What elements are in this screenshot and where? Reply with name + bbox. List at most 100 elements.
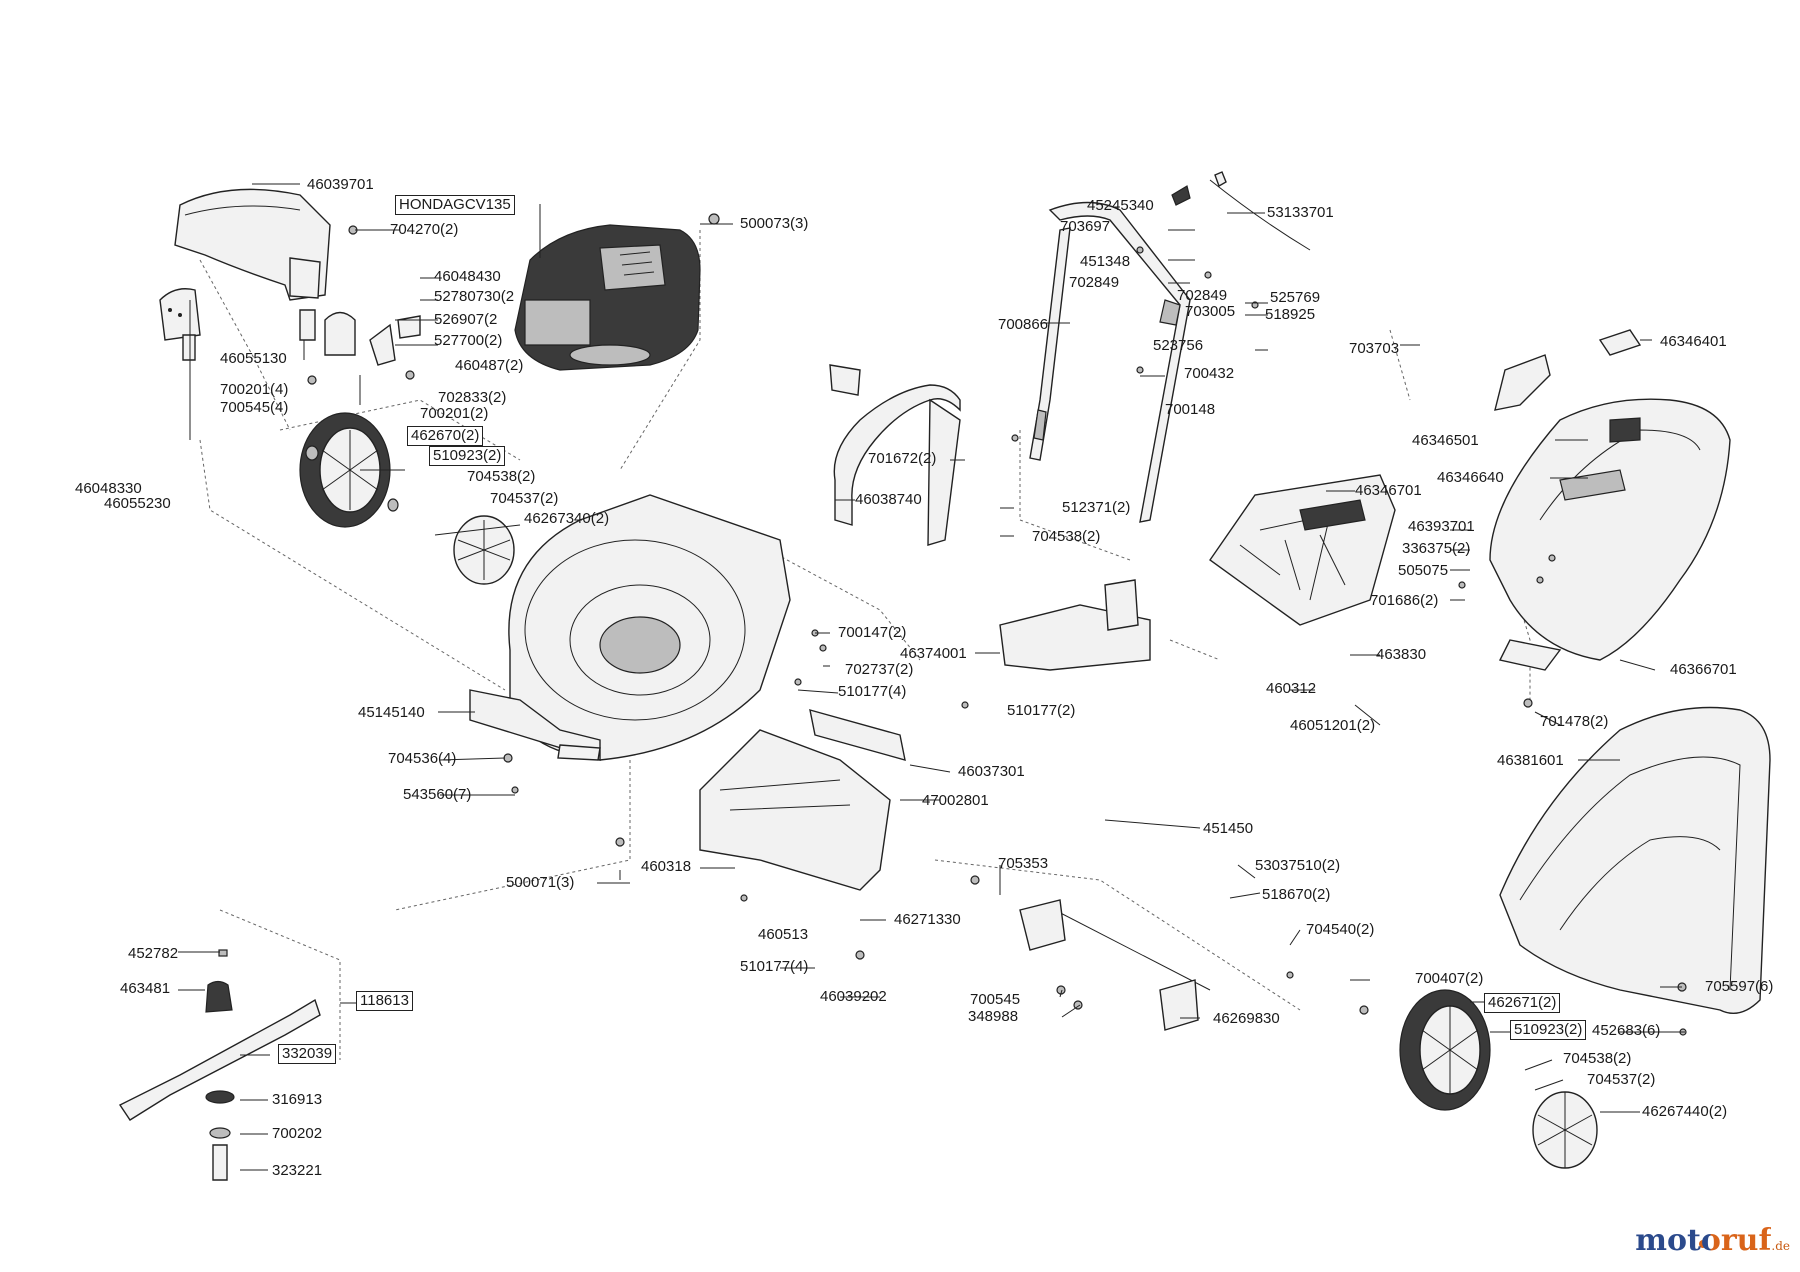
part-label-46055130: 46055130 bbox=[220, 350, 287, 367]
part-label-704538-c: 704538(2) bbox=[1563, 1050, 1632, 1067]
part-label-702849-a: 702849 bbox=[1069, 274, 1120, 291]
part-label-700545-4: 700545(4) bbox=[220, 399, 289, 416]
part-label-46055230: 46055230 bbox=[104, 495, 171, 512]
part-label-704538-b: 704538(2) bbox=[1032, 528, 1101, 545]
part-label-460513: 460513 bbox=[758, 926, 809, 943]
part-label-527700: 527700(2) bbox=[434, 332, 503, 349]
part-label-701686: 701686(2) bbox=[1370, 592, 1439, 609]
part-label-518670: 518670(2) bbox=[1262, 886, 1331, 903]
part-label-452683: 452683(6) bbox=[1592, 1022, 1661, 1039]
hardware-markers bbox=[307, 213, 1687, 1036]
grass-bag-part bbox=[1499, 706, 1771, 1014]
bag-top-parts bbox=[1494, 329, 1642, 411]
mulch-insert-part bbox=[999, 579, 1151, 671]
part-label-46271330: 46271330 bbox=[894, 911, 961, 928]
mower-deck-part bbox=[469, 494, 791, 761]
part-label-704540: 704540(2) bbox=[1306, 921, 1375, 938]
part-label-704537-a: 704537(2) bbox=[490, 490, 559, 507]
front-wheel-left bbox=[299, 412, 515, 585]
part-label-332039: 332039 bbox=[278, 1044, 337, 1064]
part-label-510177-4a: 510177(4) bbox=[838, 683, 907, 700]
rear-chute-part bbox=[699, 709, 906, 891]
part-label-46269830: 46269830 bbox=[1213, 1010, 1280, 1027]
part-label-704538-a: 704538(2) bbox=[467, 468, 536, 485]
part-label-46048430: 46048430 bbox=[434, 268, 501, 285]
part-label-700202: 700202 bbox=[272, 1125, 323, 1142]
part-label-460312: 460312 bbox=[1266, 680, 1317, 697]
part-label-46051201: 46051201(2) bbox=[1290, 717, 1376, 734]
rear-flap-part bbox=[1209, 474, 1396, 626]
part-label-46039202: 46039202 bbox=[820, 988, 887, 1005]
engine-cover-part bbox=[174, 188, 331, 301]
part-label-700201-4: 700201(4) bbox=[220, 381, 289, 398]
brand-logo-tld: .de bbox=[1771, 1239, 1790, 1253]
part-label-705353: 705353 bbox=[998, 855, 1049, 872]
part-label-700545: 700545 bbox=[970, 991, 1021, 1008]
part-label-53133701: 53133701 bbox=[1267, 204, 1334, 221]
part-label-53037510: 53037510(2) bbox=[1255, 857, 1341, 874]
part-label-316913: 316913 bbox=[272, 1091, 323, 1108]
part-label-704537-b: 704537(2) bbox=[1587, 1071, 1656, 1088]
leader-lines bbox=[178, 183, 1685, 1171]
brand-logo-mark bbox=[1699, 1240, 1707, 1248]
part-label-46039701: 46039701 bbox=[307, 176, 374, 193]
part-label-45245340: 45245340 bbox=[1087, 197, 1154, 214]
part-label-46038740: 46038740 bbox=[855, 491, 922, 508]
part-label-52780730: 52780730(2 bbox=[434, 288, 515, 305]
part-label-46346501: 46346501 bbox=[1412, 432, 1479, 449]
part-label-46267340: 46267340(2) bbox=[524, 510, 610, 527]
rear-wheel-right bbox=[1019, 899, 1598, 1169]
grass-bag-frame-part bbox=[1489, 398, 1731, 671]
part-label-46393701: 46393701 bbox=[1408, 518, 1475, 535]
part-label-505075: 505075 bbox=[1398, 562, 1449, 579]
part-label-46346401: 46346401 bbox=[1660, 333, 1727, 350]
part-label-705597: 705597(6) bbox=[1705, 978, 1774, 995]
part-label-700866: 700866 bbox=[998, 316, 1049, 333]
lower-handle-part bbox=[829, 364, 961, 546]
part-label-523756: 523756 bbox=[1153, 337, 1204, 354]
part-label-500073: 500073(3) bbox=[740, 215, 809, 232]
part-label-46048330: 46048330 bbox=[75, 480, 142, 497]
part-label-700147: 700147(2) bbox=[838, 624, 907, 641]
blade-assembly bbox=[118, 949, 321, 1181]
part-label-46366701: 46366701 bbox=[1670, 661, 1737, 678]
part-label-703697: 703697 bbox=[1060, 218, 1111, 235]
part-label-500071: 500071(3) bbox=[506, 874, 575, 891]
part-label-46037301: 46037301 bbox=[958, 763, 1025, 780]
part-label-451348: 451348 bbox=[1080, 253, 1131, 270]
part-label-46346701: 46346701 bbox=[1355, 482, 1422, 499]
part-label-518925: 518925 bbox=[1265, 306, 1316, 323]
part-label-46267440: 46267440(2) bbox=[1642, 1103, 1728, 1120]
part-label-engine-model: HONDAGCV135 bbox=[395, 195, 515, 215]
part-label-46381601: 46381601 bbox=[1497, 752, 1564, 769]
part-label-45145140: 45145140 bbox=[358, 704, 425, 721]
part-label-702833: 702833(2) bbox=[438, 389, 507, 406]
part-label-323221: 323221 bbox=[272, 1162, 323, 1179]
part-label-118613: 118613 bbox=[356, 991, 413, 1011]
part-label-700201-2: 700201(2) bbox=[420, 405, 489, 422]
part-label-700407: 700407(2) bbox=[1415, 970, 1484, 987]
part-label-460487: 460487(2) bbox=[455, 357, 524, 374]
part-label-452782: 452782 bbox=[128, 945, 179, 962]
part-label-46346640: 46346640 bbox=[1437, 469, 1504, 486]
part-label-702737: 702737(2) bbox=[845, 661, 914, 678]
part-label-701478: 701478(2) bbox=[1540, 713, 1609, 730]
part-label-451450: 451450 bbox=[1203, 820, 1254, 837]
upper-handle-part bbox=[1029, 171, 1311, 523]
brand-logo: motoruf.de bbox=[1635, 1225, 1790, 1262]
part-label-510177-4b: 510177(4) bbox=[740, 958, 809, 975]
part-label-543560: 543560(7) bbox=[403, 786, 472, 803]
part-label-704270: 704270(2) bbox=[390, 221, 459, 238]
part-label-460318: 460318 bbox=[641, 858, 692, 875]
part-label-526907: 526907(2 bbox=[434, 311, 498, 328]
part-label-700148: 700148 bbox=[1165, 401, 1216, 418]
part-label-336375: 336375(2) bbox=[1402, 540, 1471, 557]
part-label-510923-a: 510923(2) bbox=[429, 446, 506, 466]
part-label-348988: 348988 bbox=[968, 1008, 1019, 1025]
part-label-512371: 512371(2) bbox=[1062, 499, 1131, 516]
engine-part bbox=[514, 224, 701, 371]
part-label-463830: 463830 bbox=[1376, 646, 1427, 663]
part-label-525769: 525769 bbox=[1270, 289, 1321, 306]
part-label-510177-2: 510177(2) bbox=[1007, 702, 1076, 719]
